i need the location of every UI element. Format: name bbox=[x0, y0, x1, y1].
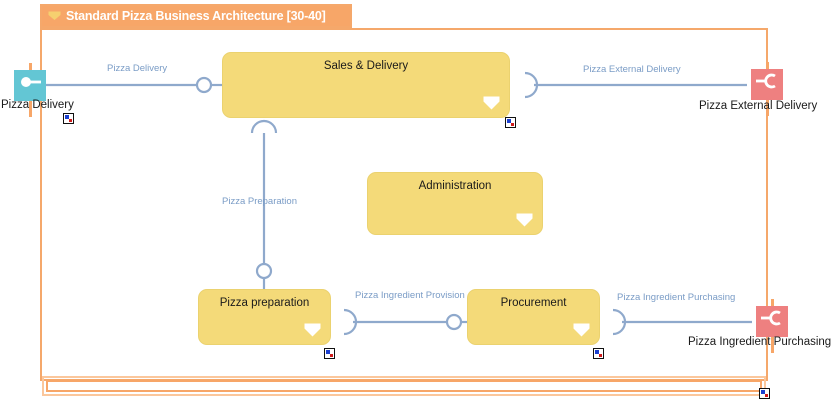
nested-badge-package[interactable] bbox=[759, 388, 770, 399]
nested-badge-sales-delivery[interactable] bbox=[505, 117, 516, 128]
business-function-icon bbox=[516, 213, 533, 227]
ball-connector-pizza-ingredient-provision bbox=[445, 313, 463, 331]
nested-badge-procurement[interactable] bbox=[593, 348, 604, 359]
function-label: Procurement bbox=[500, 297, 567, 309]
badge-dot-red bbox=[329, 353, 333, 357]
function-pizza-preparation[interactable]: Pizza preparation bbox=[198, 289, 331, 345]
package-title-tab[interactable]: Standard Pizza Business Architecture [30… bbox=[40, 4, 352, 28]
badge-dot-red bbox=[510, 122, 514, 126]
badge-dot-blue bbox=[507, 119, 511, 123]
business-function-icon bbox=[483, 96, 500, 110]
interface-label-pizza-ingredient-purchasing: Pizza Ingredient Purchasing bbox=[688, 336, 832, 348]
provided-interface-icon bbox=[21, 77, 41, 87]
required-interface-icon bbox=[761, 310, 781, 326]
function-administration[interactable]: Administration bbox=[367, 172, 543, 235]
business-function-icon bbox=[48, 11, 61, 20]
function-procurement[interactable]: Procurement bbox=[467, 289, 600, 345]
nested-badge-pizza-preparation[interactable] bbox=[324, 348, 335, 359]
socket-connector-pizza-preparation bbox=[250, 119, 278, 134]
business-function-icon bbox=[304, 323, 321, 337]
connection-label-pizza-ingredient-provision: Pizza Ingredient Provision bbox=[355, 290, 465, 301]
connection-label-pizza-delivery: Pizza Delivery bbox=[107, 63, 168, 74]
interface-pizza-delivery[interactable] bbox=[14, 70, 46, 101]
connection-label-pizza-ingredient-purchasing: Pizza Ingredient Purchasing bbox=[617, 292, 736, 303]
package-footer-strip bbox=[46, 380, 762, 392]
function-label: Sales & Delivery bbox=[323, 60, 409, 72]
badge-dot-blue bbox=[595, 350, 599, 354]
badge-dot-red bbox=[764, 393, 768, 397]
package-title: Standard Pizza Business Architecture [30… bbox=[66, 9, 326, 23]
ball-connector-pizza-delivery bbox=[195, 76, 213, 94]
ball-connector-pizza-preparation bbox=[255, 262, 273, 280]
function-label: Administration bbox=[418, 180, 492, 192]
interface-pizza-external-delivery[interactable] bbox=[751, 69, 783, 100]
connection-label-pizza-preparation: Pizza Preparation bbox=[222, 196, 297, 207]
interface-label-pizza-delivery: Pizza Delivery bbox=[1, 99, 74, 111]
badge-dot-blue bbox=[761, 390, 765, 394]
required-interface-icon bbox=[756, 73, 776, 89]
business-function-icon bbox=[573, 323, 590, 337]
function-sales-delivery[interactable]: Sales & Delivery bbox=[222, 52, 510, 118]
interface-label-pizza-external-delivery: Pizza External Delivery bbox=[699, 100, 818, 112]
badge-dot-blue bbox=[65, 115, 69, 119]
nested-badge-pizza-delivery[interactable] bbox=[63, 113, 74, 124]
function-label: Pizza preparation bbox=[219, 297, 310, 309]
badge-dot-red bbox=[598, 353, 602, 357]
interface-pizza-ingredient-purchasing[interactable] bbox=[756, 306, 788, 337]
connection-label-pizza-external-delivery: Pizza External Delivery bbox=[583, 64, 681, 75]
badge-dot-red bbox=[68, 118, 72, 122]
package-footer-outline bbox=[42, 376, 766, 396]
badge-dot-blue bbox=[326, 350, 330, 354]
